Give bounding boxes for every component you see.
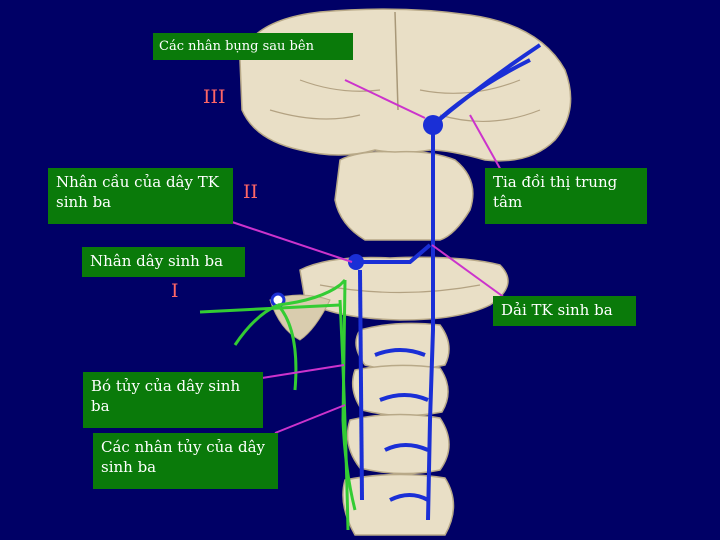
roman-numeral-one: I [171, 280, 179, 302]
label-spinal-tract: Bó tủy của dây sinh ba [83, 372, 263, 428]
roman-numeral-two: II [243, 181, 258, 203]
spinal-cord-section [343, 474, 454, 535]
label-spinal-nuclei: Các nhân tủy của dây sinh ba [93, 433, 278, 489]
medulla-section-2 [353, 365, 448, 415]
thalamic-nucleus-dot [423, 115, 443, 135]
midbrain-section [335, 152, 473, 240]
label-mesencephalic-nucleus: Nhân cầu của dây TK sinh ba [48, 168, 233, 224]
label-thalamocortical-radiation: Tia đồi thị trung tâm [485, 168, 647, 224]
pons-section [300, 257, 508, 320]
label-posterolateral-nuclei: Các nhân bụng sau bên [153, 33, 353, 60]
label-motor-nucleus: Nhân dây sinh ba [82, 247, 245, 277]
label-trigeminal-lemniscus: Dải TK sinh ba [493, 296, 636, 326]
roman-numeral-three: III [203, 86, 226, 108]
cerebrum-section [240, 9, 571, 161]
medulla-section-1 [356, 323, 449, 370]
